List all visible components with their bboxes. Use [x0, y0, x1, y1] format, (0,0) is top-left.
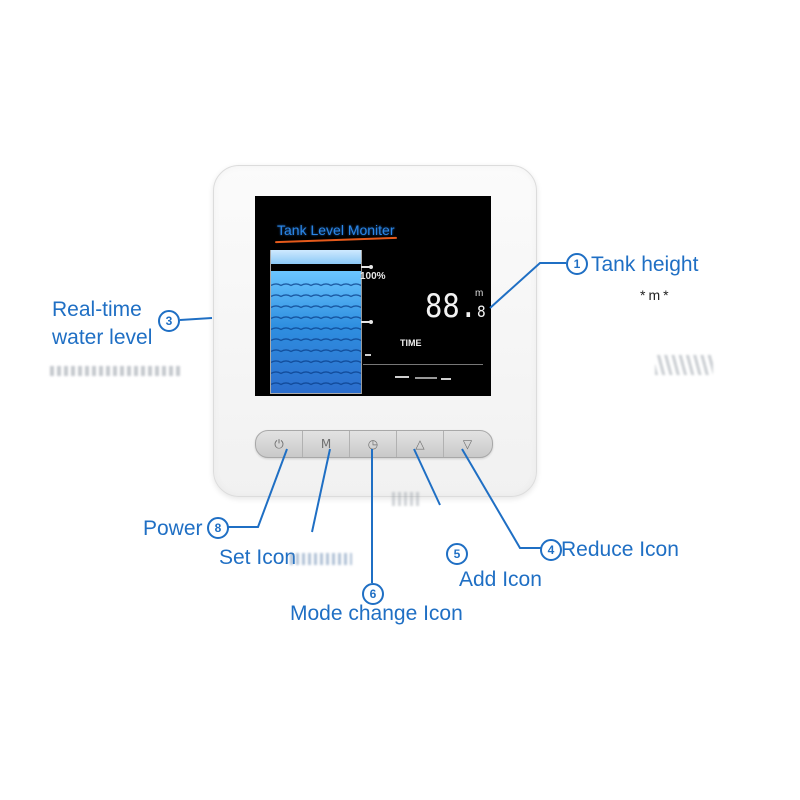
down-arrow-icon: ▽: [462, 437, 473, 451]
scale-dot-mid: [369, 320, 373, 324]
screen-speck: [365, 354, 371, 356]
scale-tick-top: [361, 266, 371, 268]
leader-water-level: [179, 317, 213, 321]
leader-reduce: [461, 448, 548, 549]
callout-add-icon: Add Icon: [459, 568, 542, 591]
callout-mode-change-icon: Mode change Icon: [290, 602, 463, 625]
height-unit: m: [475, 288, 484, 299]
screen-speck: [395, 376, 409, 378]
leader-set: [311, 448, 331, 533]
wave-line: [271, 371, 361, 375]
callout-number-6: 6: [362, 583, 384, 605]
blurred-artifact: [50, 366, 180, 376]
set-button[interactable]: M: [303, 431, 350, 457]
blurred-artifact: [655, 355, 713, 375]
power-icon: ⏻: [274, 437, 284, 451]
callout-water-level-line2: water level: [52, 326, 153, 349]
screen-divider: [363, 364, 483, 365]
water-tank-graphic: [270, 250, 362, 394]
up-arrow-icon: △: [415, 437, 425, 451]
percent-label: 100%: [360, 271, 386, 282]
callout-number-4: 4: [540, 539, 562, 561]
tank-top-band: [271, 250, 361, 264]
mode-change-button[interactable]: ◷: [350, 431, 397, 457]
blurred-artifact: [392, 492, 420, 506]
m-key-icon: M: [320, 437, 332, 451]
wave-line: [271, 327, 361, 331]
wave-line: [271, 349, 361, 353]
water-level-fill: [271, 271, 361, 393]
screen-speck: [415, 377, 437, 379]
callout-power: Power: [143, 517, 203, 540]
time-label: TIME: [400, 338, 422, 348]
wave-line: [271, 338, 361, 342]
callout-number-8: 8: [207, 517, 229, 539]
leader-tank-height: [489, 262, 566, 309]
water-waves: [271, 283, 361, 386]
scale-dot-top: [369, 265, 373, 269]
blurred-artifact: [290, 553, 352, 565]
callout-reduce-icon: Reduce Icon: [561, 538, 679, 561]
callout-tank-height: Tank height: [591, 253, 699, 276]
wave-line: [271, 283, 361, 287]
keypad: ⏻ M ◷ △ ▽: [255, 430, 493, 458]
wave-line: [271, 360, 361, 364]
callout-number-5: 5: [446, 543, 468, 565]
leader-add: [413, 448, 441, 506]
power-button[interactable]: ⏻: [256, 431, 303, 457]
wave-line: [271, 305, 361, 309]
wave-line: [271, 316, 361, 320]
level-scale: [361, 262, 362, 394]
callout-set-icon: Set Icon: [219, 546, 297, 569]
add-button[interactable]: △: [397, 431, 444, 457]
reduce-button[interactable]: ▽: [444, 431, 491, 457]
clock-icon: ◷: [367, 437, 379, 451]
wave-line: [271, 294, 361, 298]
screen-speck: [441, 378, 451, 380]
callout-number-3: 3: [158, 310, 180, 332]
wave-line: [271, 382, 361, 386]
lcd-screen: Tank Level Moniter 100% 88.8 m TIME: [255, 196, 491, 396]
callout-water-level-line1: Real-time: [52, 298, 142, 321]
scale-tick-mid: [361, 321, 371, 323]
height-readout: 88.8: [425, 287, 486, 325]
callout-unit-note: *m*: [640, 287, 672, 303]
screen-title: Tank Level Moniter: [277, 222, 395, 238]
callout-number-1: 1: [566, 253, 588, 275]
leader-power: [227, 448, 288, 528]
